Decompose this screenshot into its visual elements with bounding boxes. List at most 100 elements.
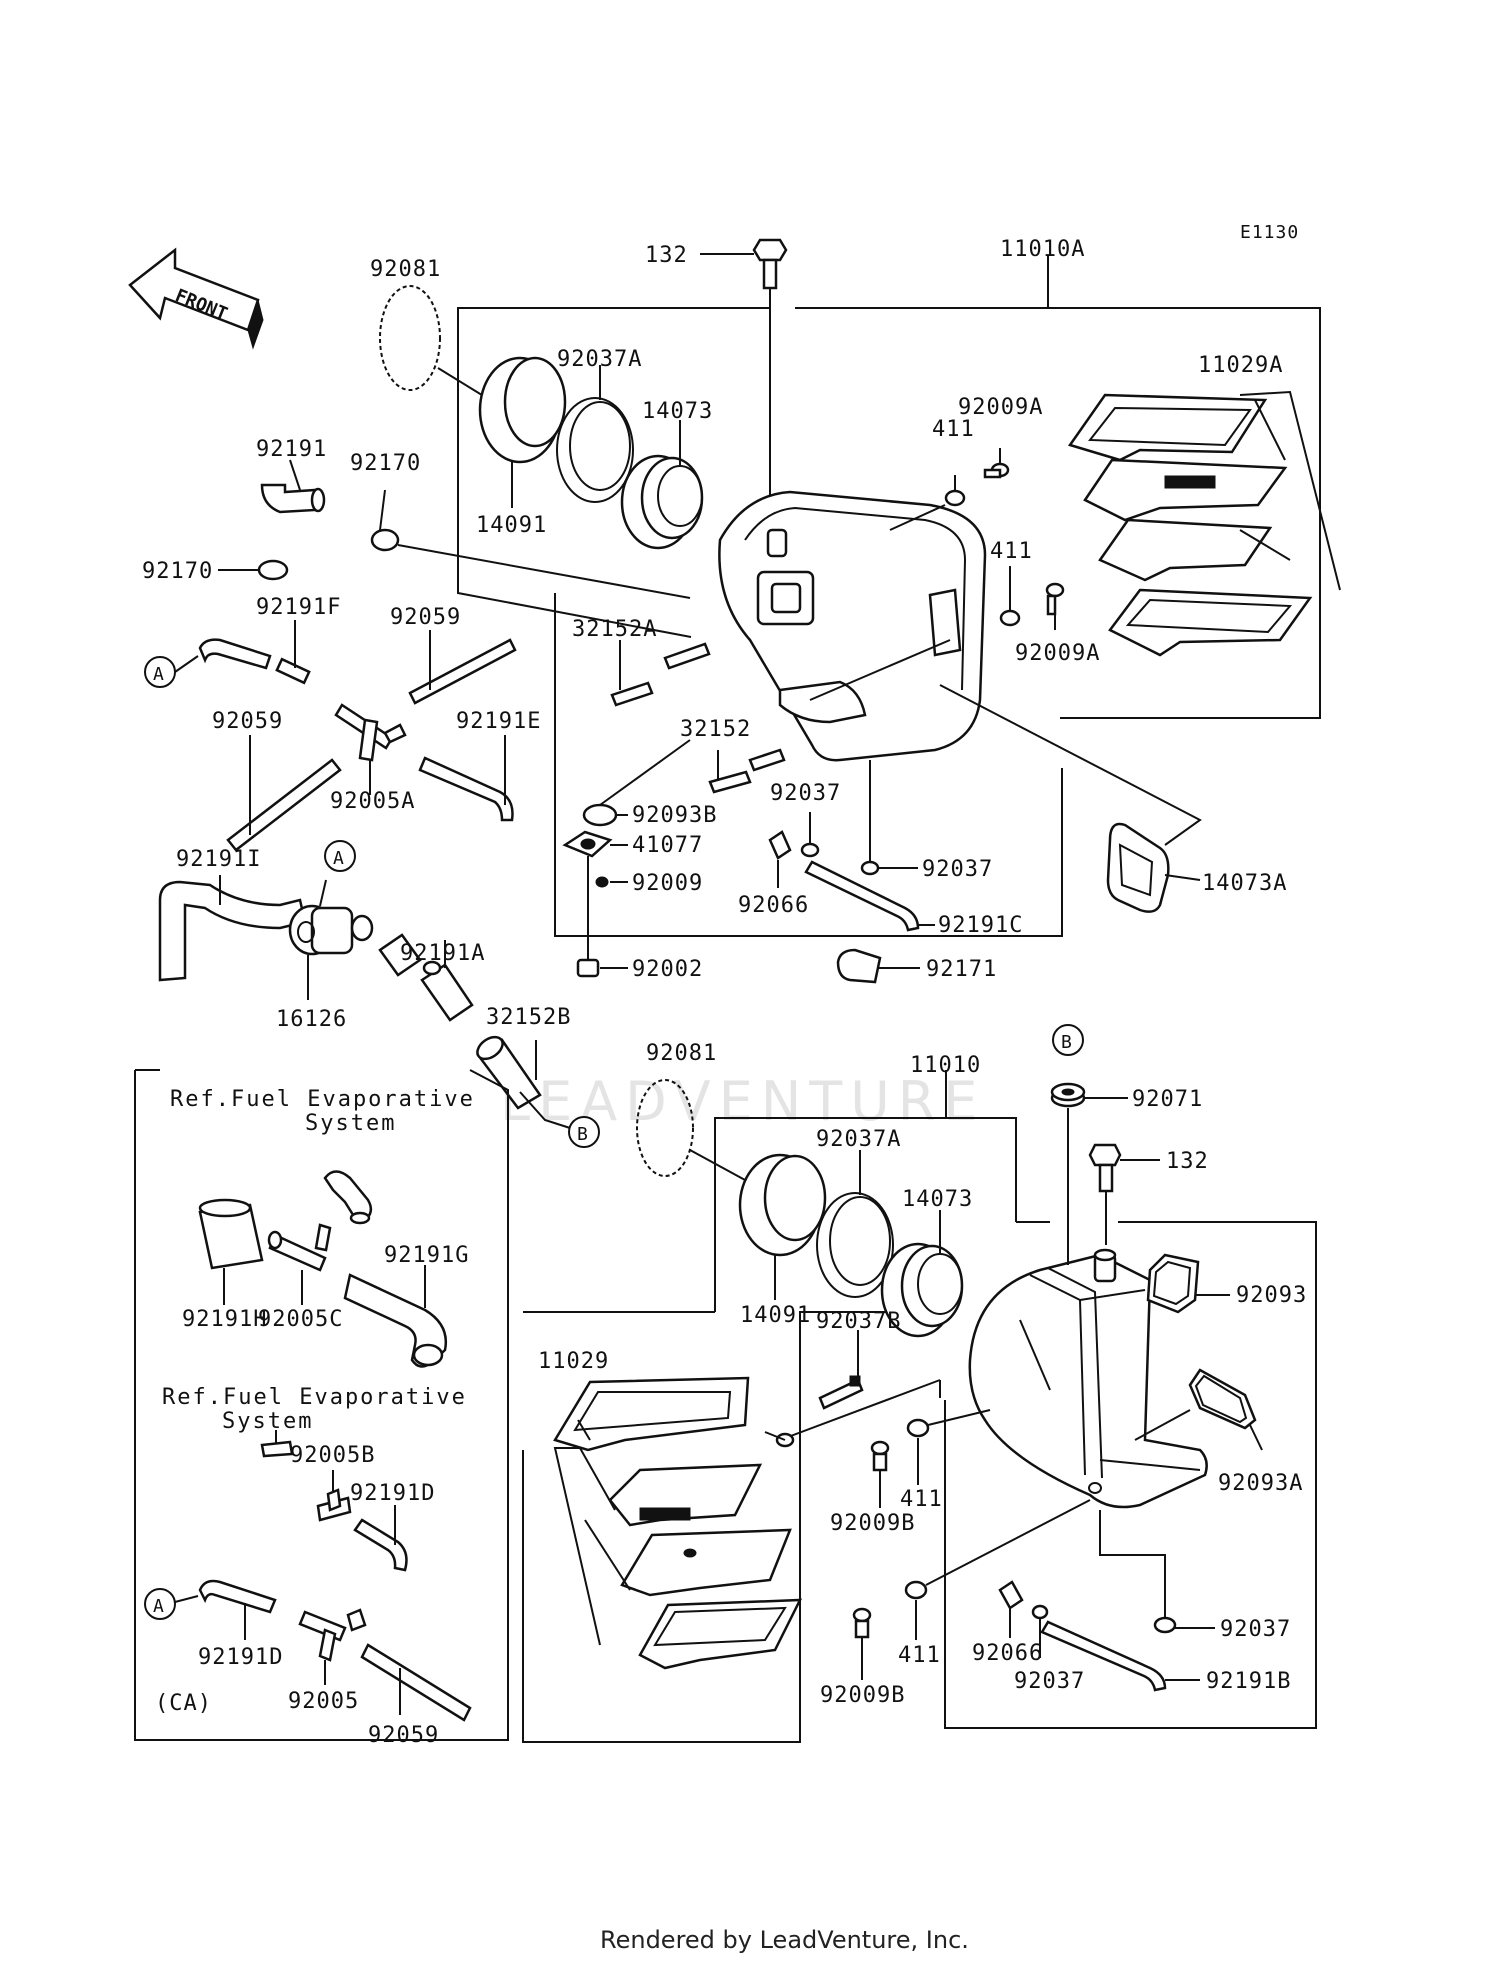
label-411-1: 411 [932,417,975,442]
label-11029: 11029 [538,1349,609,1374]
label-411-4: 411 [898,1643,941,1668]
part-labels: 132 11010A 92081 92037A 14073 14091 1102… [142,237,1307,1748]
pin-32152A [610,640,711,707]
label-92170-1: 92170 [350,451,421,476]
hose-92191I [158,875,307,982]
label-92009A-1: 92009A [958,395,1043,420]
plug-92002 [576,958,628,978]
svg-text:B: B [1061,1032,1073,1053]
hose-92191F [174,620,311,685]
label-92005: 92005 [288,1689,359,1714]
label-32152: 32152 [680,717,751,742]
washer-411-upper-2 [999,566,1021,627]
label-92066-2: 92066 [972,1641,1043,1666]
label-92037B: 92037B [816,1309,901,1334]
clamp-92037A-bottom [816,1150,894,1298]
label-92191B: 92191B [1206,1669,1291,1694]
label-14091-top: 14091 [476,513,547,538]
joint-92005A [334,703,407,795]
washer-411-lower-2 [904,1499,1091,1640]
screw-92009 [595,876,628,888]
label-92191D-2: 92191D [198,1645,283,1670]
label-132-top: 132 [645,243,688,268]
label-11010A: 11010A [1000,237,1085,262]
label-92081-top: 92081 [370,257,441,282]
clamp-92037A-top [556,365,634,503]
hose-92191H [198,1198,264,1305]
filter-11029 [553,1376,803,1670]
label-132-bottom: 132 [1166,1149,1209,1174]
clamp-92037-lower-1 [1031,1604,1049,1658]
label-41077: 41077 [632,833,703,858]
label-11010: 11010 [910,1053,981,1078]
joint-92005C [267,1223,332,1305]
boot-14073-bottom [880,1210,964,1338]
label-92191G: 92191G [384,1243,469,1268]
washer-411-upper-1 [889,475,966,531]
svg-text:A: A [153,1596,165,1617]
clip-92171 [836,948,920,984]
diagram-code: E1130 [1240,222,1299,243]
screw-92009A-upper-1 [983,448,1010,479]
label-92093B: 92093B [632,803,717,828]
ref-fuel-2-line2: System [222,1409,313,1434]
duct-14091-top [478,356,567,508]
clamp-92170-right [370,489,691,599]
label-16126: 16126 [276,1007,347,1032]
label-92171: 92171 [926,957,997,982]
hose-92191D-lower [174,1579,277,1640]
hose-92059-lower [226,735,342,852]
label-92009B-2: 92009B [820,1683,905,1708]
fitting-92066-upper [768,830,792,888]
label-92191I: 92191I [176,847,261,872]
air-case-upper [718,490,987,762]
ref-fuel-box [134,1069,509,1741]
screw-92009A-upper-2 [1045,582,1065,630]
label-92005C: 92005C [258,1307,343,1332]
label-92191: 92191 [256,437,327,462]
label-92170-2: 92170 [142,559,213,584]
hose-92191 [260,459,326,514]
label-92037A-bottom: 92037A [816,1127,901,1152]
gasket-92093 [1146,1253,1230,1314]
front-arrow-icon: FRONT [128,247,264,350]
seal-14073A [939,684,1202,913]
label-92037-1: 92037 [770,781,841,806]
ref-fuel-2-line1: Ref.Fuel Evaporative [162,1385,467,1410]
screw-92009B-lower-2 [852,1607,872,1680]
clamp-92037-lower-2 [1099,1510,1215,1634]
hose-92059-ref [360,1643,472,1722]
hose-92191C [804,860,935,932]
callout-a-upper: A [144,656,176,688]
filter-11029A [1067,390,1341,657]
label-92093: 92093 [1236,1283,1307,1308]
label-92037A-top: 92037A [557,347,642,372]
bolt-132-bottom [1088,1143,1160,1245]
label-11029A: 11029A [1198,353,1283,378]
footer-credit: Rendered by LeadVenture, Inc. [600,1926,969,1954]
callout-b-left: B [568,1116,600,1148]
ref-fuel-1-line2: System [305,1111,396,1136]
hose-92191E [418,735,514,822]
label-14091-bottom: 14091 [740,1303,811,1328]
cap-41077 [562,830,628,972]
air-case-lower [968,1248,1208,1509]
ref-fuel-1-line1: Ref.Fuel Evaporative [170,1087,475,1112]
label-92093A: 92093A [1218,1471,1303,1496]
clamp-92081-top [379,285,491,401]
pin-92005B [260,1430,294,1458]
label-14073-top: 14073 [642,399,713,424]
label-92005A: 92005A [330,789,415,814]
label-92191C: 92191C [938,913,1023,938]
label-92009: 92009 [632,871,703,896]
label-92037-2: 92037 [922,857,993,882]
callout-a-middle: A [324,840,356,872]
label-92081-bottom: 92081 [646,1041,717,1066]
screw-92009B-lower-1 [870,1440,890,1508]
svg-text:A: A [333,848,345,869]
hose-upper-ref [323,1170,373,1225]
fitting-92066-lower [998,1580,1024,1638]
label-92002: 92002 [632,957,703,982]
label-92009A-2: 92009A [1015,641,1100,666]
